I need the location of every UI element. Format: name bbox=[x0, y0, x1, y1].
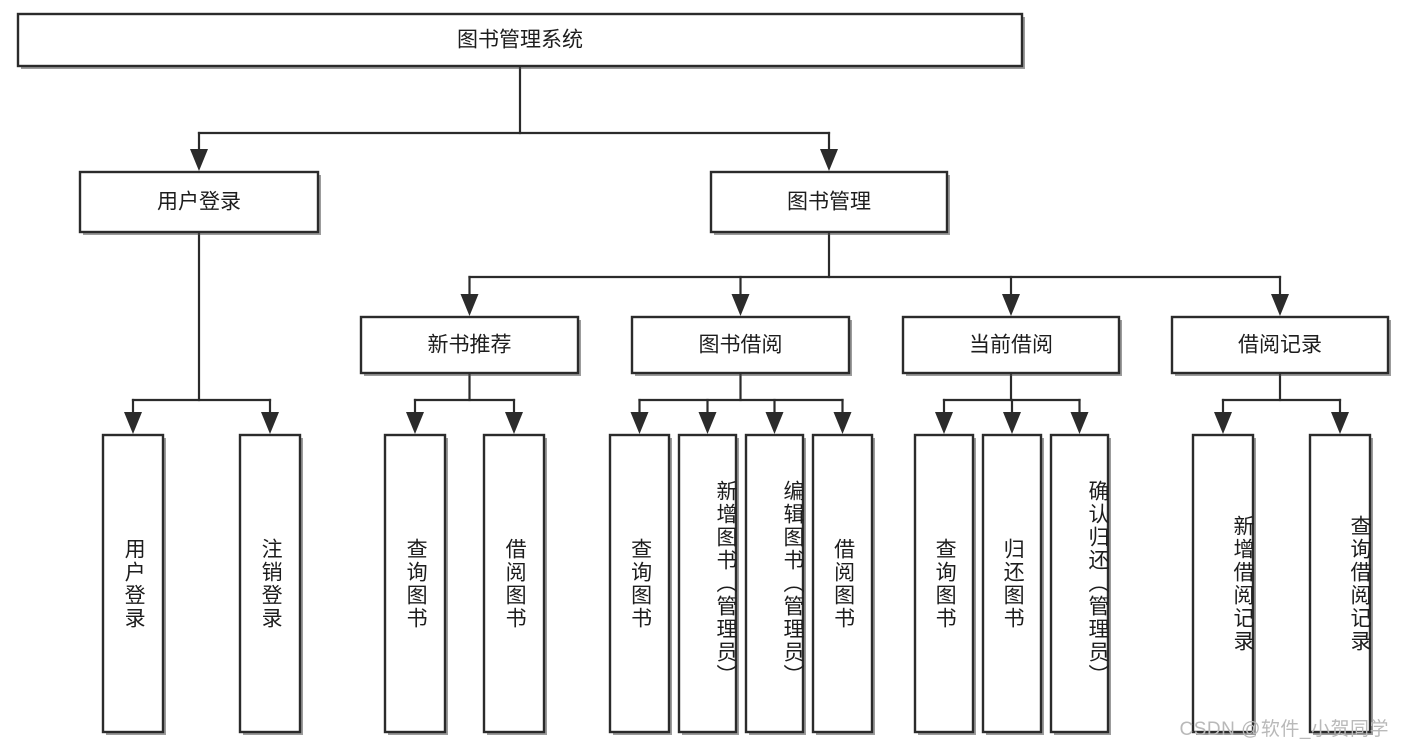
box-outline bbox=[744, 433, 805, 734]
box-outline bbox=[913, 433, 975, 734]
arrow-head-icon bbox=[460, 294, 479, 316]
box-outline bbox=[16, 12, 1024, 68]
arrow-head-icon bbox=[630, 412, 649, 434]
leaf-node-box[interactable] bbox=[981, 433, 1044, 735]
arrow-head-icon bbox=[820, 149, 838, 171]
arrow-head-icon bbox=[935, 412, 953, 434]
level2-node-label: 用户登录 bbox=[157, 191, 241, 214]
arrow-head-icon bbox=[124, 412, 142, 434]
arrow-head-icon bbox=[1331, 412, 1349, 434]
level3-node-box[interactable] bbox=[630, 315, 852, 376]
box-outline bbox=[359, 315, 580, 375]
box-outline bbox=[78, 170, 320, 234]
leaf-node-box[interactable] bbox=[482, 433, 547, 735]
arrow-head-icon bbox=[1003, 412, 1021, 434]
arrow-head-icon bbox=[1070, 412, 1089, 434]
arrow-head-icon bbox=[698, 412, 717, 434]
level3-node-box[interactable] bbox=[359, 315, 581, 376]
box-outline bbox=[677, 433, 738, 734]
leaf-node-box[interactable] bbox=[1308, 433, 1373, 735]
box-outline bbox=[383, 433, 447, 734]
leaf-node-box[interactable] bbox=[744, 433, 806, 735]
arrow-head-icon bbox=[505, 412, 523, 434]
leaf-node-box[interactable] bbox=[677, 433, 739, 735]
level3-node-label: 图书借阅 bbox=[699, 334, 783, 357]
box-outline bbox=[1049, 433, 1110, 734]
box-outline bbox=[901, 315, 1121, 375]
box-outline bbox=[981, 433, 1043, 734]
arrow-head-icon bbox=[731, 294, 750, 316]
arrow-head-icon bbox=[1002, 294, 1020, 316]
watermark-text: CSDN @软件_小贺同学 bbox=[1179, 719, 1389, 740]
box-outline bbox=[482, 433, 546, 734]
box-outline bbox=[1170, 315, 1390, 375]
arrow-head-icon bbox=[1214, 412, 1232, 434]
arrow-head-icon bbox=[406, 412, 424, 434]
box-outline bbox=[1191, 433, 1255, 734]
level3-node-box[interactable] bbox=[901, 315, 1122, 376]
leaf-node-box[interactable] bbox=[238, 433, 303, 735]
arrow-head-icon bbox=[261, 412, 279, 434]
arrow-head-icon bbox=[1271, 294, 1289, 316]
box-outline bbox=[709, 170, 949, 234]
box-outline bbox=[1308, 433, 1372, 734]
box-outline bbox=[630, 315, 851, 375]
box-outline bbox=[608, 433, 671, 734]
box-outline bbox=[238, 433, 302, 734]
leaf-node-box[interactable] bbox=[811, 433, 875, 735]
level3-node-box[interactable] bbox=[1170, 315, 1391, 376]
box-outline bbox=[101, 433, 165, 734]
level2-node-label: 图书管理 bbox=[787, 191, 871, 214]
leaf-node-box[interactable] bbox=[608, 433, 672, 735]
node-box-layer bbox=[16, 12, 1391, 735]
root-node-label: 图书管理系统 bbox=[457, 29, 583, 52]
level3-node-label: 当前借阅 bbox=[969, 334, 1053, 357]
level3-node-label: 借阅记录 bbox=[1238, 334, 1322, 357]
leaf-node-box[interactable] bbox=[383, 433, 448, 735]
leaf-node-box[interactable] bbox=[1049, 433, 1111, 735]
box-outline bbox=[811, 433, 874, 734]
level2-node-box[interactable] bbox=[709, 170, 950, 235]
arrow-head-icon bbox=[765, 412, 784, 434]
root-node-box[interactable] bbox=[16, 12, 1025, 69]
level2-node-box[interactable] bbox=[78, 170, 321, 235]
leaf-node-box[interactable] bbox=[913, 433, 976, 735]
connector-layer bbox=[124, 64, 1349, 434]
arrow-head-icon bbox=[190, 149, 208, 171]
arrow-head-icon bbox=[833, 412, 852, 434]
leaf-node-box[interactable] bbox=[101, 433, 166, 735]
leaf-node-box[interactable] bbox=[1191, 433, 1256, 735]
level3-node-label: 新书推荐 bbox=[428, 334, 512, 357]
